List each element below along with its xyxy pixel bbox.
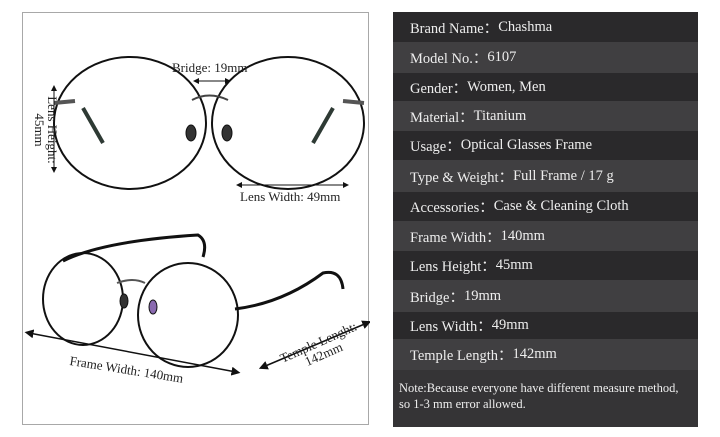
spec-row: Model No.：6107 [393, 42, 698, 73]
spec-label: Temple Length： [410, 348, 513, 364]
spec-row: Type & Weight：Full Frame / 17 g [393, 160, 698, 192]
spec-label: Model No.： [410, 51, 488, 67]
front-view-glasses [53, 56, 365, 190]
bridge-label: Bridge: 19mm [172, 60, 248, 75]
spec-label: Type & Weight： [410, 169, 514, 186]
spec-label: Accessories： [410, 200, 494, 216]
temple-length-arrow [258, 320, 370, 370]
measurement-note: Note:Because everyone have different mea… [393, 370, 698, 427]
spec-row: Gender：Women, Men [393, 73, 698, 101]
spec-row: Temple Length：142mm [393, 339, 698, 370]
spec-row: Material：Titanium [393, 101, 698, 131]
spec-row: Accessories：Case & Cleaning Cloth [393, 192, 698, 221]
spec-label: Gender： [410, 80, 468, 97]
spec-label: Lens Width： [410, 319, 492, 335]
lens-height-label-text: Lens Height: [45, 96, 60, 164]
spec-value: 19mm [463, 287, 502, 304]
spec-value: Titanium [473, 107, 527, 124]
spec-value: Women, Men [467, 78, 546, 95]
spec-value: Full Frame / 17 g [513, 167, 614, 184]
spec-row: Brand Name：Chashma [393, 12, 698, 42]
spec-label: Material： [410, 109, 474, 126]
spec-row: Lens Height：45mm [393, 251, 698, 280]
spec-label: Bridge： [410, 289, 464, 306]
lens-height-label: Lens Height: 45mm [32, 95, 60, 165]
spec-label: Brand Name： [410, 20, 499, 37]
spec-label: Frame Width： [410, 229, 501, 246]
spec-value: 45mm [495, 257, 533, 273]
spec-value: Chashma [498, 18, 553, 35]
spec-row: Lens Width：49mm [393, 312, 698, 339]
glasses-illustration [24, 56, 370, 376]
frame-width-arrow [24, 329, 241, 376]
spec-row: Bridge：19mm [393, 280, 698, 312]
spec-label: Usage： [410, 139, 461, 155]
spec-row: Usage：Optical Glasses Frame [393, 131, 698, 160]
spec-row: Frame Width：140mm [393, 221, 698, 251]
spec-label: Lens Height： [410, 259, 496, 275]
product-diagram-panel: Bridge: 19mm Lens Height: 45mm Lens Widt… [22, 12, 370, 425]
spec-value: 6107 [487, 49, 517, 65]
spec-value: Case & Cleaning Cloth [493, 198, 629, 214]
spec-value: 49mm [491, 317, 529, 333]
spec-value: Optical Glasses Frame [460, 137, 593, 153]
lens-width-label: Lens Width: 49mm [240, 189, 341, 204]
spec-value: 142mm [512, 346, 557, 362]
spec-value: 140mm [500, 227, 545, 244]
